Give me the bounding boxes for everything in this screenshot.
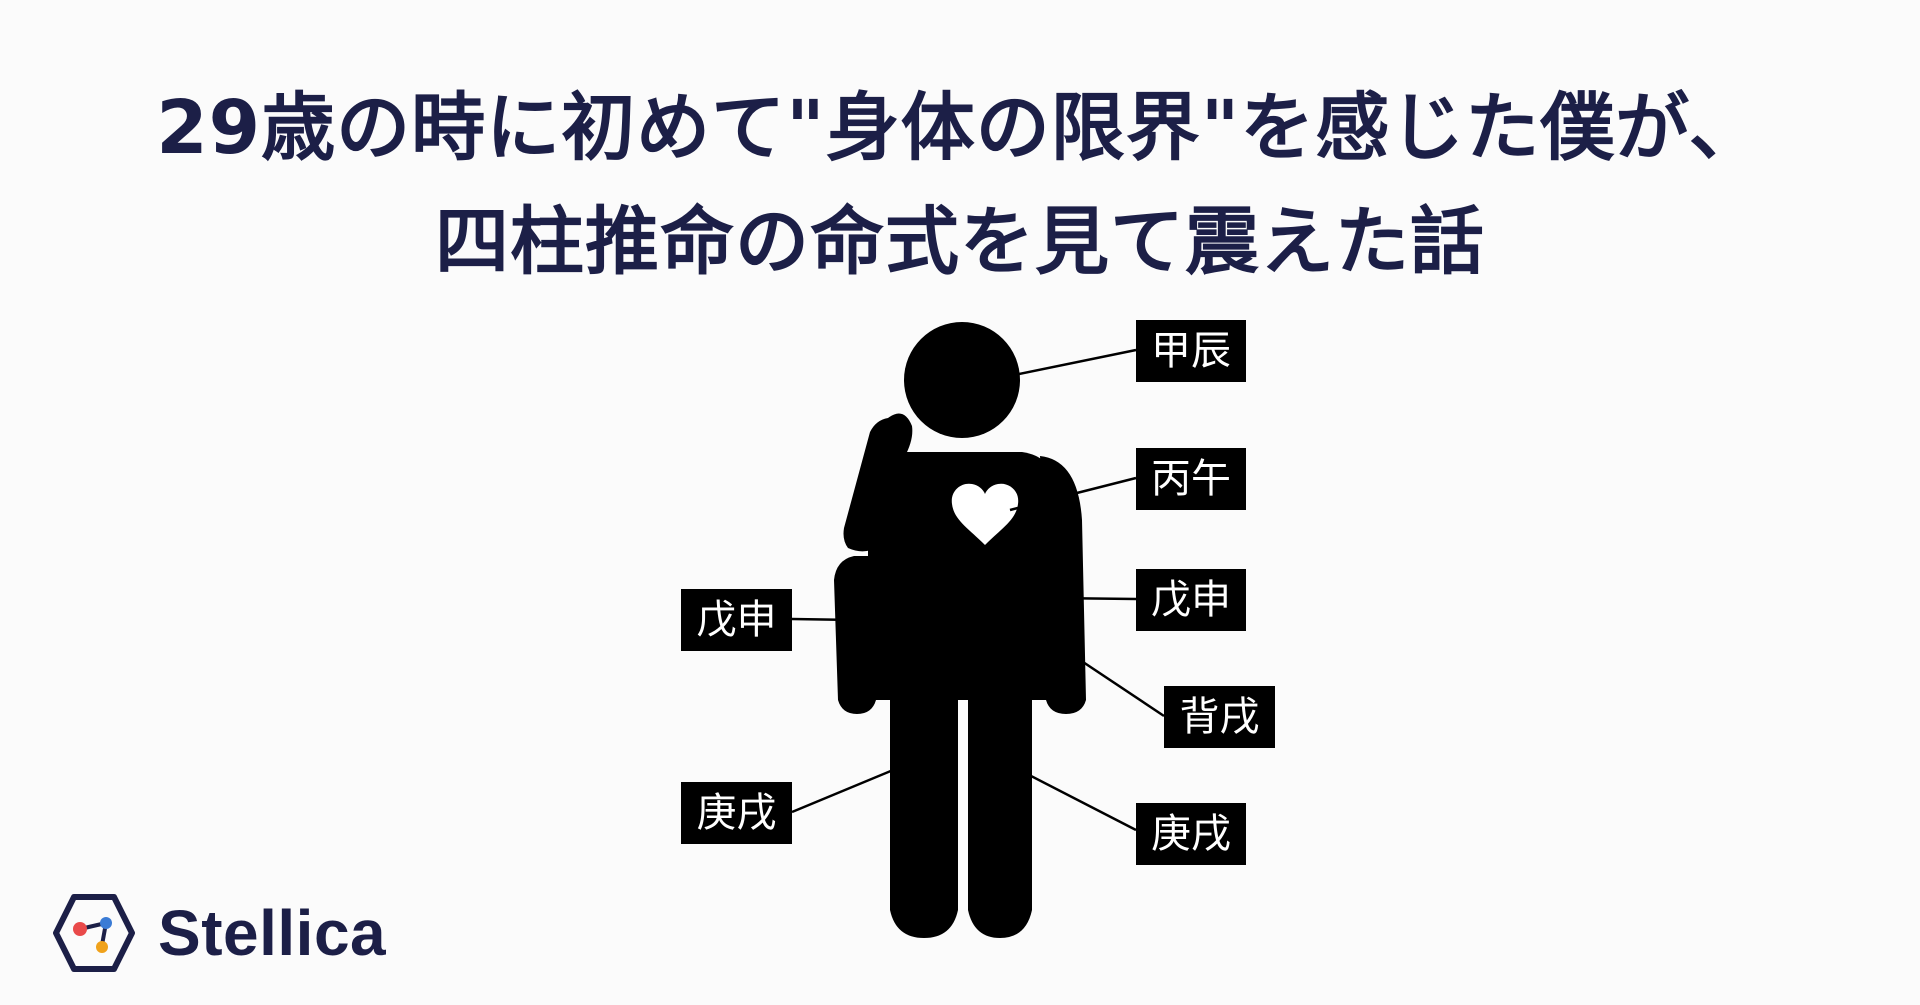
leader-line-head bbox=[989, 348, 1137, 382]
leader-line-torso bbox=[959, 595, 1137, 601]
leader-line-arm bbox=[791, 617, 856, 622]
label-heart: 丙午 bbox=[1136, 448, 1246, 510]
title-line-1: 29歳の時に初めて"身体の限界"を感じた僕が、 bbox=[156, 85, 1764, 171]
label-leg-right: 庚戌 bbox=[1136, 803, 1246, 865]
figure-right-leg bbox=[968, 680, 1032, 938]
leader-line-leg-right bbox=[999, 758, 1137, 832]
brand-name: Stellica bbox=[158, 897, 387, 969]
heart-icon bbox=[951, 483, 1019, 545]
title-line-2: 四柱推命の命式を見て震えた話 bbox=[435, 199, 1485, 285]
label-leg-left: 庚戌 bbox=[681, 782, 792, 844]
leader-line-leg-left bbox=[791, 756, 923, 814]
figure-left-forearm bbox=[834, 556, 882, 714]
label-torso: 戊申 bbox=[1136, 569, 1246, 631]
figure-right-arm bbox=[1040, 456, 1086, 714]
label-arm: 戊申 bbox=[681, 589, 792, 651]
hexagon-molecule-icon bbox=[53, 894, 135, 972]
leader-line-back bbox=[1067, 650, 1165, 718]
label-head: 甲辰 bbox=[1136, 320, 1246, 382]
figure-raised-arm bbox=[843, 413, 913, 552]
label-back: 背戌 bbox=[1164, 686, 1275, 748]
leader-line-heart bbox=[1009, 476, 1137, 512]
figure-left-leg bbox=[890, 680, 958, 938]
figure-head bbox=[904, 322, 1020, 438]
brand-logo: Stellica bbox=[52, 893, 386, 973]
